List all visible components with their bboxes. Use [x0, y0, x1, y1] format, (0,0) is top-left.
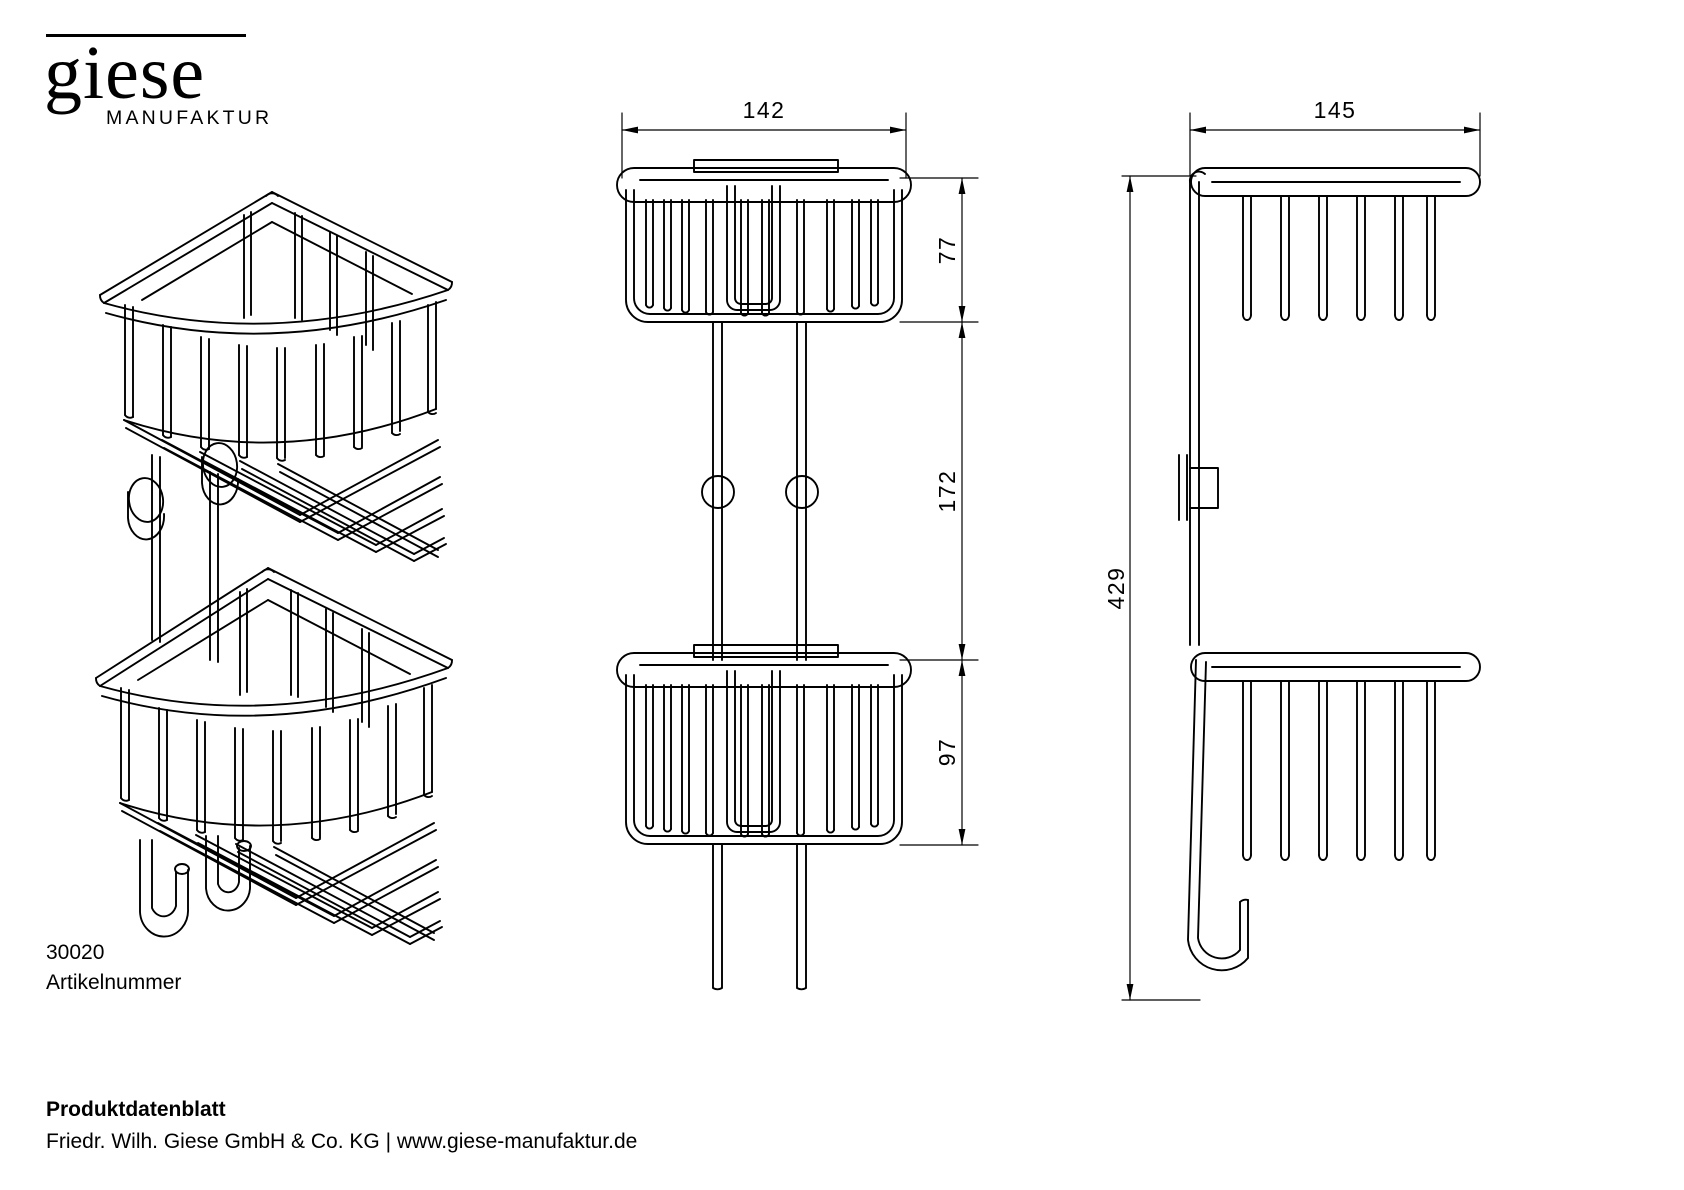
article-number-label: Artikelnummer	[46, 971, 182, 995]
dimension-label-97: 97	[934, 738, 960, 767]
side-wall-bracket	[1178, 454, 1219, 521]
front-upper-basket	[616, 159, 912, 323]
brand-logo: giese MANUFAKTUR	[44, 34, 294, 130]
front-legs	[712, 843, 807, 991]
iso-upper-basket	[99, 191, 453, 562]
side-upper-shelf	[1190, 167, 1481, 321]
isometric-view	[95, 191, 453, 945]
front-lower-basket	[616, 644, 912, 845]
front-center-posts	[701, 321, 819, 661]
logo-subtitle: MANUFAKTUR	[106, 106, 273, 129]
article-number: 30020	[46, 941, 105, 964]
dimension-label-77: 77	[934, 236, 960, 265]
logo-rule	[46, 34, 246, 37]
iso-bottom-hooks	[139, 835, 252, 938]
dimension-142	[621, 112, 907, 179]
article-number-block: 30020 Artikelnummer	[46, 938, 181, 999]
front-elevation-view	[616, 112, 979, 991]
side-elevation-view	[1121, 112, 1481, 1001]
dimension-label-142: 142	[743, 97, 786, 123]
document-title: Produktdatenblatt	[46, 1098, 226, 1121]
dimension-label-172: 172	[934, 470, 960, 513]
dimension-label-429: 429	[1103, 567, 1129, 610]
logo-wordmark: giese	[44, 31, 206, 115]
iso-lower-basket	[95, 567, 453, 945]
dimension-145	[1189, 112, 1481, 177]
side-back-post	[1189, 170, 1206, 646]
footer-block: Produktdatenblatt Friedr. Wilh. Giese Gm…	[46, 1094, 637, 1157]
company-line: Friedr. Wilh. Giese GmbH & Co. KG | www.…	[46, 1129, 638, 1153]
side-hook	[1187, 659, 1249, 972]
dimension-429	[1121, 175, 1201, 1001]
dimension-label-145: 145	[1314, 97, 1357, 123]
side-lower-shelf	[1190, 652, 1481, 861]
dimension-extension-lines	[899, 177, 979, 846]
iso-connecting-posts	[127, 442, 239, 663]
